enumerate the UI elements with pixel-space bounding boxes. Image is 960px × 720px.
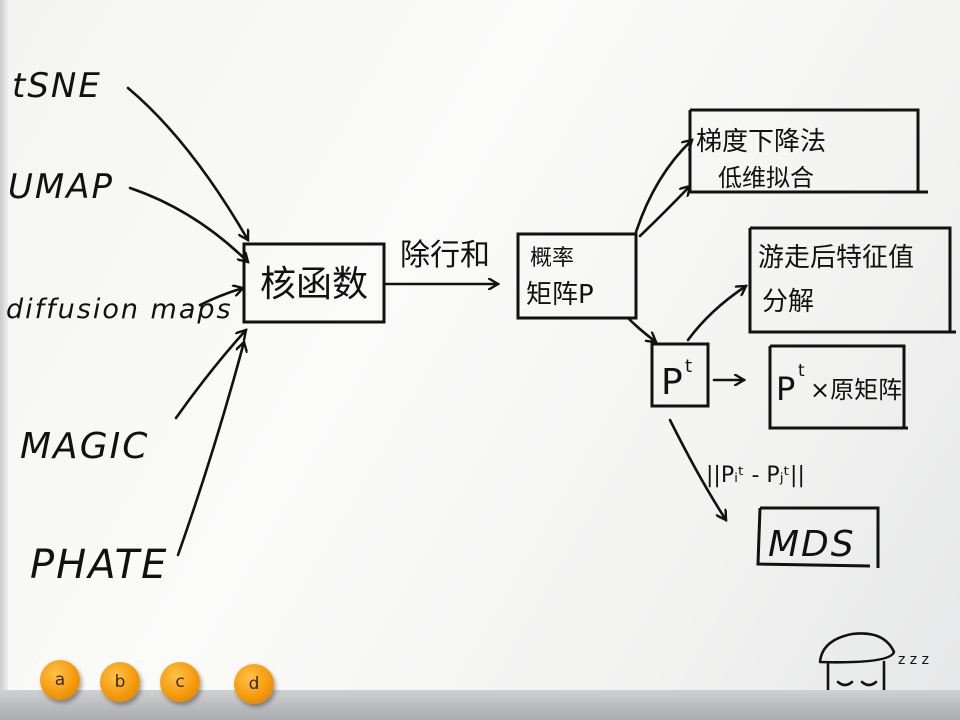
pt-times-original-exponent: t: [798, 361, 805, 381]
pt-times-original-base: P: [776, 370, 795, 408]
arrow-diffusion-kernel: [198, 288, 243, 307]
row-sum-normalize-label: 除行和: [400, 238, 490, 273]
distance-label: ||Pᵢᵗ - Pⱼᵗ||: [706, 463, 805, 488]
arrow-pt-eigen: [686, 284, 746, 342]
method-tsne: tSNE: [12, 66, 102, 106]
eigen-decomposition-line2: 分解: [762, 287, 814, 317]
kernel-function-label: 核函数: [260, 264, 368, 305]
arrow-prob-gradient-bottom: [638, 186, 690, 238]
eigen-decomposition-line1: 游走后特征值: [758, 243, 914, 273]
magnet-a[interactable]: a: [40, 660, 80, 700]
arrow-tsne-kernel: [126, 86, 248, 240]
gradient-descent-box: [688, 108, 928, 194]
method-magic: MAGIC: [20, 426, 149, 467]
arrow-prob-gradient-top: [634, 140, 692, 234]
probability-matrix-box: [516, 232, 638, 320]
pt-times-original-rest: ×原矩阵: [810, 376, 902, 404]
arrow-prob-pt: [626, 316, 656, 342]
p-power-t-exponent: t: [685, 356, 692, 377]
gradient-descent-line1: 梯度下降法: [696, 127, 826, 157]
p-power-t-base: P: [661, 362, 683, 403]
marker-tray: [0, 690, 960, 720]
arrow-pt-mds: [668, 418, 728, 520]
eigen-decomposition-box: [748, 226, 956, 334]
magnet-b[interactable]: b: [100, 662, 140, 702]
method-umap: UMAP: [8, 167, 114, 207]
probability-matrix-line1: 概率: [530, 246, 574, 271]
gradient-descent-line2: 低维拟合: [718, 164, 814, 192]
magnet-c[interactable]: c: [160, 662, 200, 702]
probability-matrix-line2: 矩阵P: [526, 280, 594, 310]
method-phate: PHATE: [30, 542, 168, 588]
method-diffusion-maps: diffusion maps: [6, 294, 233, 325]
pt-times-original-box: [768, 344, 908, 430]
magnet-d[interactable]: d: [234, 664, 274, 704]
arrow-magic-kernel: [174, 330, 246, 420]
whiteboard-frame: [0, 0, 8, 690]
p-power-t-box: [650, 342, 710, 408]
mds-box: [756, 506, 880, 568]
arrow-phate-kernel: [176, 342, 244, 557]
kernel-function-box: [242, 242, 386, 324]
sleep-zzz: z z z: [898, 652, 929, 668]
arrow-umap-kernel: [128, 186, 248, 262]
mds-label: MDS: [768, 524, 856, 565]
